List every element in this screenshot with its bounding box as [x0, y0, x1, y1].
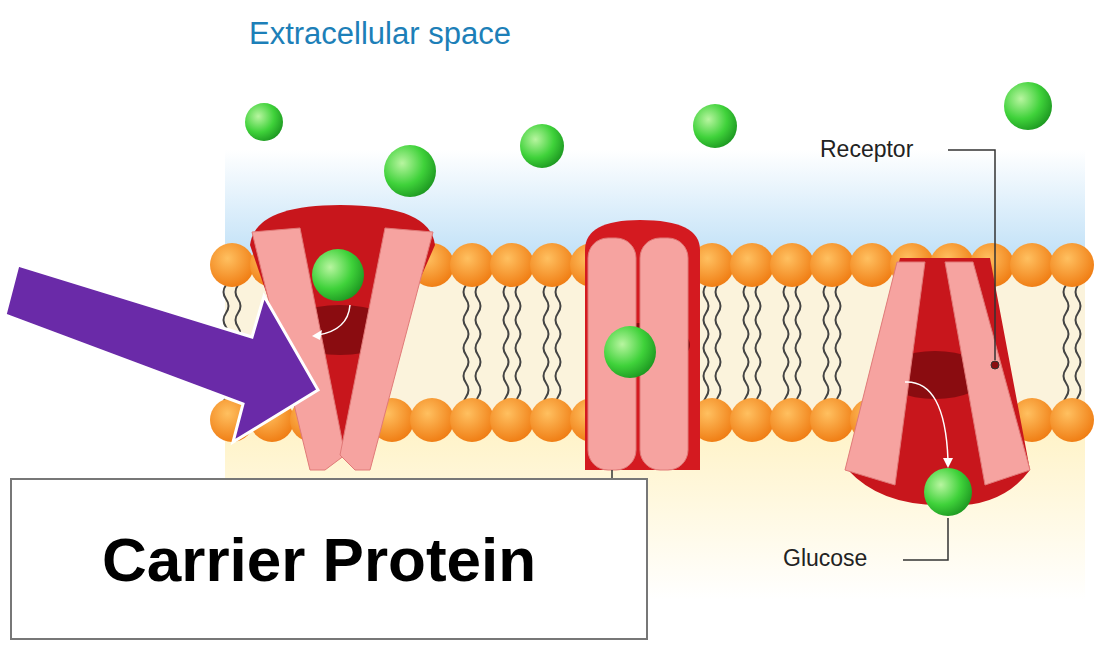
phospholipid-head	[410, 398, 454, 442]
region-label: Extracellular space	[249, 16, 511, 52]
lipid-tail	[544, 285, 549, 411]
lipid-tail	[476, 285, 481, 411]
lipid-tail	[744, 285, 749, 411]
phospholipid-head	[530, 398, 574, 442]
lipid-tail	[464, 285, 469, 411]
part-label: Receptor	[820, 136, 913, 163]
phospholipid-head	[850, 243, 894, 287]
lipid-tail	[756, 285, 761, 411]
lipid-tail	[836, 285, 841, 411]
lipid-tail	[824, 285, 829, 411]
phospholipid-head	[1010, 243, 1054, 287]
phospholipid-head	[730, 243, 774, 287]
phospholipid-head	[810, 243, 854, 287]
phospholipid-head	[770, 398, 814, 442]
carrier-protein-inward	[845, 258, 1030, 506]
title-box: Carrier Protein	[10, 478, 648, 640]
glucose-molecules	[245, 82, 1052, 516]
phospholipid-head	[490, 243, 534, 287]
lipid-tail	[704, 285, 709, 411]
phospholipid-head	[1050, 243, 1094, 287]
lipid-tail	[1064, 285, 1069, 411]
phospholipid-head	[450, 398, 494, 442]
phospholipid-head	[1050, 398, 1094, 442]
part-label: Glucose	[783, 545, 867, 572]
leader-line	[948, 150, 995, 360]
phospholipid-head	[810, 398, 854, 442]
phospholipid-head	[530, 243, 574, 287]
phospholipid-head	[490, 398, 534, 442]
phospholipid-head	[210, 243, 254, 287]
phospholipid-head	[730, 398, 774, 442]
carrier-protein-occluded	[585, 220, 700, 478]
leader-line	[903, 518, 948, 560]
lipid-tail	[796, 285, 801, 411]
phospholipid-head	[450, 243, 494, 287]
phospholipid-head	[770, 243, 814, 287]
lipid-tail	[716, 285, 721, 411]
lipid-tail	[516, 285, 521, 411]
lipid-tail	[504, 285, 509, 411]
pointer-arrow	[5, 265, 318, 442]
lipid-tail	[1076, 285, 1081, 411]
lipid-tail	[556, 285, 561, 411]
box-title: Carrier Protein	[102, 524, 646, 595]
lipid-tail	[784, 285, 789, 411]
